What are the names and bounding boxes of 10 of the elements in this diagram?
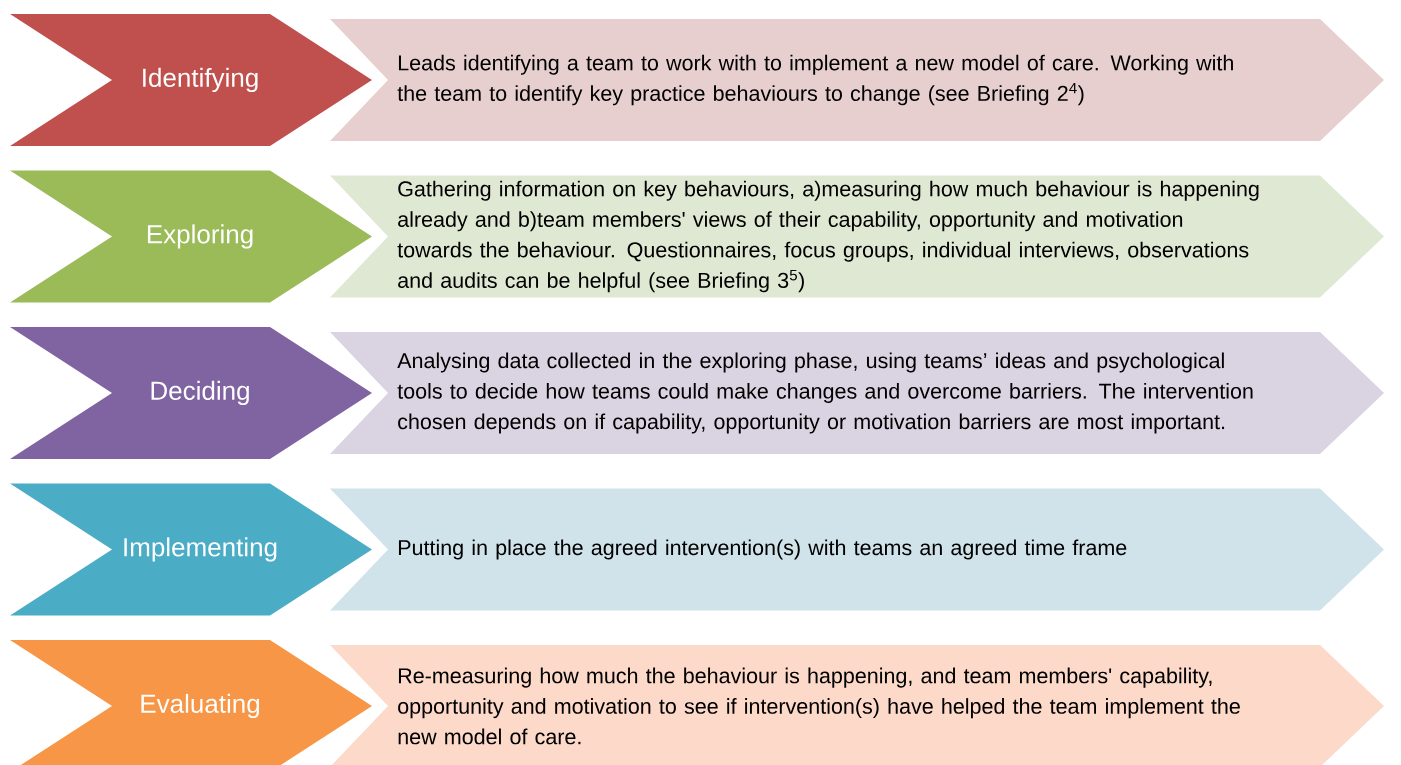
description-band: Putting in place the agreed intervention(s) with teams an agreed time frame xyxy=(330,488,1384,611)
phase-box: Identifying xyxy=(10,14,372,146)
description-band: Leads identifying a team to work with to implement a new model of care. Working with the team to identify key practice behaviours to change (see Briefing 2$^{4}$) xyxy=(330,19,1384,141)
phase-box: Deciding xyxy=(10,327,372,459)
description-band: Gathering information on key behaviours, a)measuring how much behaviour is happening already and b)team members' views of their capability, opportunity and motivation towards the behaviour. Questionnaires, focus groups, individual interviews, observations and audits can be helpful (see Briefing 3$^{5}$) xyxy=(330,175,1384,298)
description-band: Analysing data collected in the exploring phase, using teams’ ideas and psychological tools to decide how teams could make changes and overcome barriers. The intervention chosen depends on if capability, opportunity or motivation barriers are most important. xyxy=(330,332,1384,454)
phase-box: Evaluating xyxy=(10,640,372,765)
phase-box: Exploring xyxy=(10,170,372,303)
phase-box: Implementing xyxy=(10,483,372,616)
description-band: Re-measuring how much the behaviour is happening, and team members' capability, opportunity and motivation to see if intervention(s) have helped the team implement the new model of care. xyxy=(330,645,1384,765)
